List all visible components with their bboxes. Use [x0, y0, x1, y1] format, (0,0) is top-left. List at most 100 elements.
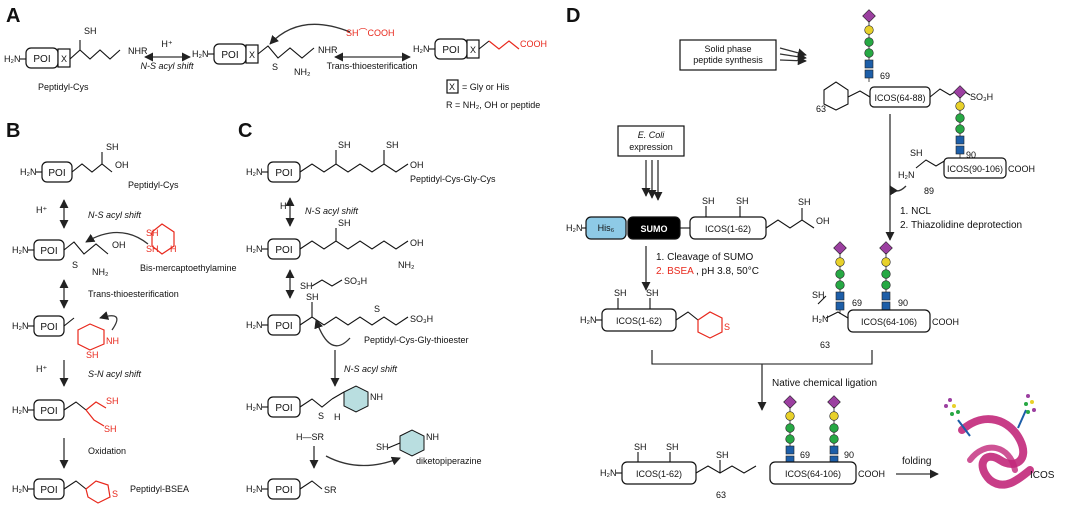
svg-text:H: H — [334, 412, 341, 422]
svg-text:H₂N: H₂N — [12, 245, 29, 255]
svg-text:Bis-mercaptoethylamine: Bis-mercaptoethylamine — [140, 263, 237, 273]
svg-text:POI: POI — [275, 168, 292, 179]
svg-text:H₂N: H₂N — [12, 484, 29, 494]
svg-text:H₂N: H₂N — [600, 468, 617, 478]
svg-text:NH: NH — [106, 336, 119, 346]
svg-text:POI: POI — [40, 406, 57, 417]
svg-text:POI: POI — [48, 168, 65, 179]
svg-text:ICOS(64-106): ICOS(64-106) — [861, 317, 917, 327]
svg-text:89: 89 — [924, 186, 934, 196]
svg-text:H: H — [170, 244, 177, 254]
svg-text:NH₂: NH₂ — [294, 67, 311, 77]
ligation-bracket — [651, 350, 873, 365]
svg-text:SH: SH — [84, 26, 97, 36]
svg-text:POI: POI — [40, 485, 57, 496]
svg-text:SH: SH — [338, 140, 351, 150]
svg-text:69: 69 — [800, 450, 810, 460]
svg-text:S: S — [374, 304, 380, 314]
panelB-bsea: H₂N POI S Peptidyl-BSEA — [12, 478, 189, 504]
svg-text:N-S acyl shift: N-S acyl shift — [344, 364, 398, 374]
svg-text:SH: SH — [716, 450, 729, 460]
svg-text:SH: SH — [376, 442, 389, 452]
svg-text:SH: SH — [736, 196, 749, 206]
svg-text:Peptidyl-Cys-Gly-thioester: Peptidyl-Cys-Gly-thioester — [364, 335, 469, 345]
svg-text:Trans-thioesterification: Trans-thioesterification — [88, 289, 179, 299]
svg-text:POI: POI — [40, 322, 57, 333]
bsea-ring — [85, 480, 111, 504]
svg-text:N-S acyl shift: N-S acyl shift — [305, 206, 359, 216]
svg-text:Peptidyl-BSEA: Peptidyl-BSEA — [130, 484, 189, 494]
svg-text:H₂N: H₂N — [192, 49, 209, 59]
svg-text:Peptidyl-Cys-Gly-Cys: Peptidyl-Cys-Gly-Cys — [410, 174, 496, 184]
svg-text:SH: SH — [104, 424, 117, 434]
panelB-intermediate: H₂N POI SH NH — [12, 311, 119, 360]
svg-text:H⁺: H⁺ — [36, 364, 47, 374]
svg-text:S: S — [272, 62, 278, 72]
svg-text:SH: SH — [386, 140, 399, 150]
svg-text:H₂N: H₂N — [246, 402, 263, 412]
svg-text:POI: POI — [40, 246, 57, 257]
svg-text:H₂N: H₂N — [580, 315, 597, 325]
svg-text:H⁺: H⁺ — [36, 205, 47, 215]
svg-text:ICOS(64-88): ICOS(64-88) — [874, 93, 925, 103]
svg-text:H₂N: H₂N — [413, 44, 430, 54]
svg-text:His₆: His₆ — [598, 223, 615, 233]
svg-text:SH: SH — [910, 148, 923, 158]
svg-text:OH: OH — [816, 216, 830, 226]
svg-text:S: S — [318, 411, 324, 421]
bis-mercaptoethylamine-ring — [151, 223, 175, 255]
panel-label-b: B — [6, 120, 20, 142]
panelA-thioester: H₂N POI X S NH₂ NHR SH⌒COOH — [192, 23, 395, 77]
svg-text:63: 63 — [820, 340, 830, 350]
svg-text:SH: SH — [666, 442, 679, 452]
svg-text:Native chemical ligation: Native chemical ligation — [772, 378, 877, 389]
svg-text:1. NCL: 1. NCL — [900, 206, 932, 217]
full-icos: H₂N ICOS(1-62) SH SH SH ICOS(64-106) COO… — [600, 442, 885, 500]
svg-text:90: 90 — [966, 150, 976, 160]
label-peptidyl-cys-a: Peptidyl-Cys — [38, 82, 89, 92]
svg-text:H⁺: H⁺ — [280, 201, 291, 211]
svg-text:H₂N: H₂N — [20, 167, 37, 177]
panelB-peptidyl-cys: H₂N POI SH OH Peptidyl-Cys — [20, 142, 179, 190]
svg-text:2. Thiazolidine deprotection: 2. Thiazolidine deprotection — [900, 220, 1022, 231]
panelA-product: H₂N POI X COOH — [413, 38, 547, 60]
svg-text:NH: NH — [370, 392, 383, 402]
svg-text:H₂N: H₂N — [898, 170, 915, 180]
svg-text:S: S — [724, 322, 730, 332]
panel-label-c: C — [238, 120, 252, 142]
svg-text:POI: POI — [33, 54, 50, 65]
svg-text:S-N acyl shift: S-N acyl shift — [88, 369, 142, 379]
glycan-dots-left — [944, 398, 960, 416]
svg-text:SH: SH — [300, 281, 313, 291]
panel-label-d: D — [566, 5, 580, 27]
svg-text:POI: POI — [442, 45, 459, 56]
svg-text:SH: SH — [306, 292, 319, 302]
svg-text:H₂N: H₂N — [246, 484, 263, 494]
svg-text:SUMO: SUMO — [641, 224, 668, 234]
svg-text:69: 69 — [880, 71, 890, 81]
icos-1-62-bsea: H₂N ICOS(1-62) SH SH S — [580, 288, 730, 339]
svg-text:OH: OH — [410, 160, 424, 170]
panelC-thioester-product: H₂N POI SR — [246, 478, 337, 500]
svg-text:SH: SH — [646, 288, 659, 298]
svg-text:COOH: COOH — [932, 317, 959, 327]
svg-text:Peptidyl-Cys: Peptidyl-Cys — [128, 180, 179, 190]
svg-text:NH₂: NH₂ — [398, 260, 415, 270]
svg-text:NHR: NHR — [128, 46, 148, 56]
reagent-mercaptopropionic: SH⌒COOH — [346, 28, 395, 38]
panelC-mesna: SH SO₃H — [300, 276, 367, 291]
panel-label-a: A — [6, 5, 20, 27]
svg-text:NH: NH — [426, 432, 439, 442]
svg-text:OH: OH — [410, 238, 424, 248]
svg-text:H₂N: H₂N — [812, 314, 829, 324]
panelC-peptidyl-cys-gly-cys: H₂N POI SH SH OH Peptidyl-Cys-Gly-Cys — [246, 140, 496, 184]
svg-text:SH: SH — [86, 350, 99, 360]
svg-text:X: X — [449, 82, 455, 92]
his-tag-box — [585, 216, 627, 240]
svg-text:H₂N: H₂N — [246, 244, 263, 254]
panelA-peptidyl-cys: H₂N POI X SH NHR Peptidyl-Cys — [4, 26, 148, 92]
svg-text:X: X — [249, 50, 255, 60]
